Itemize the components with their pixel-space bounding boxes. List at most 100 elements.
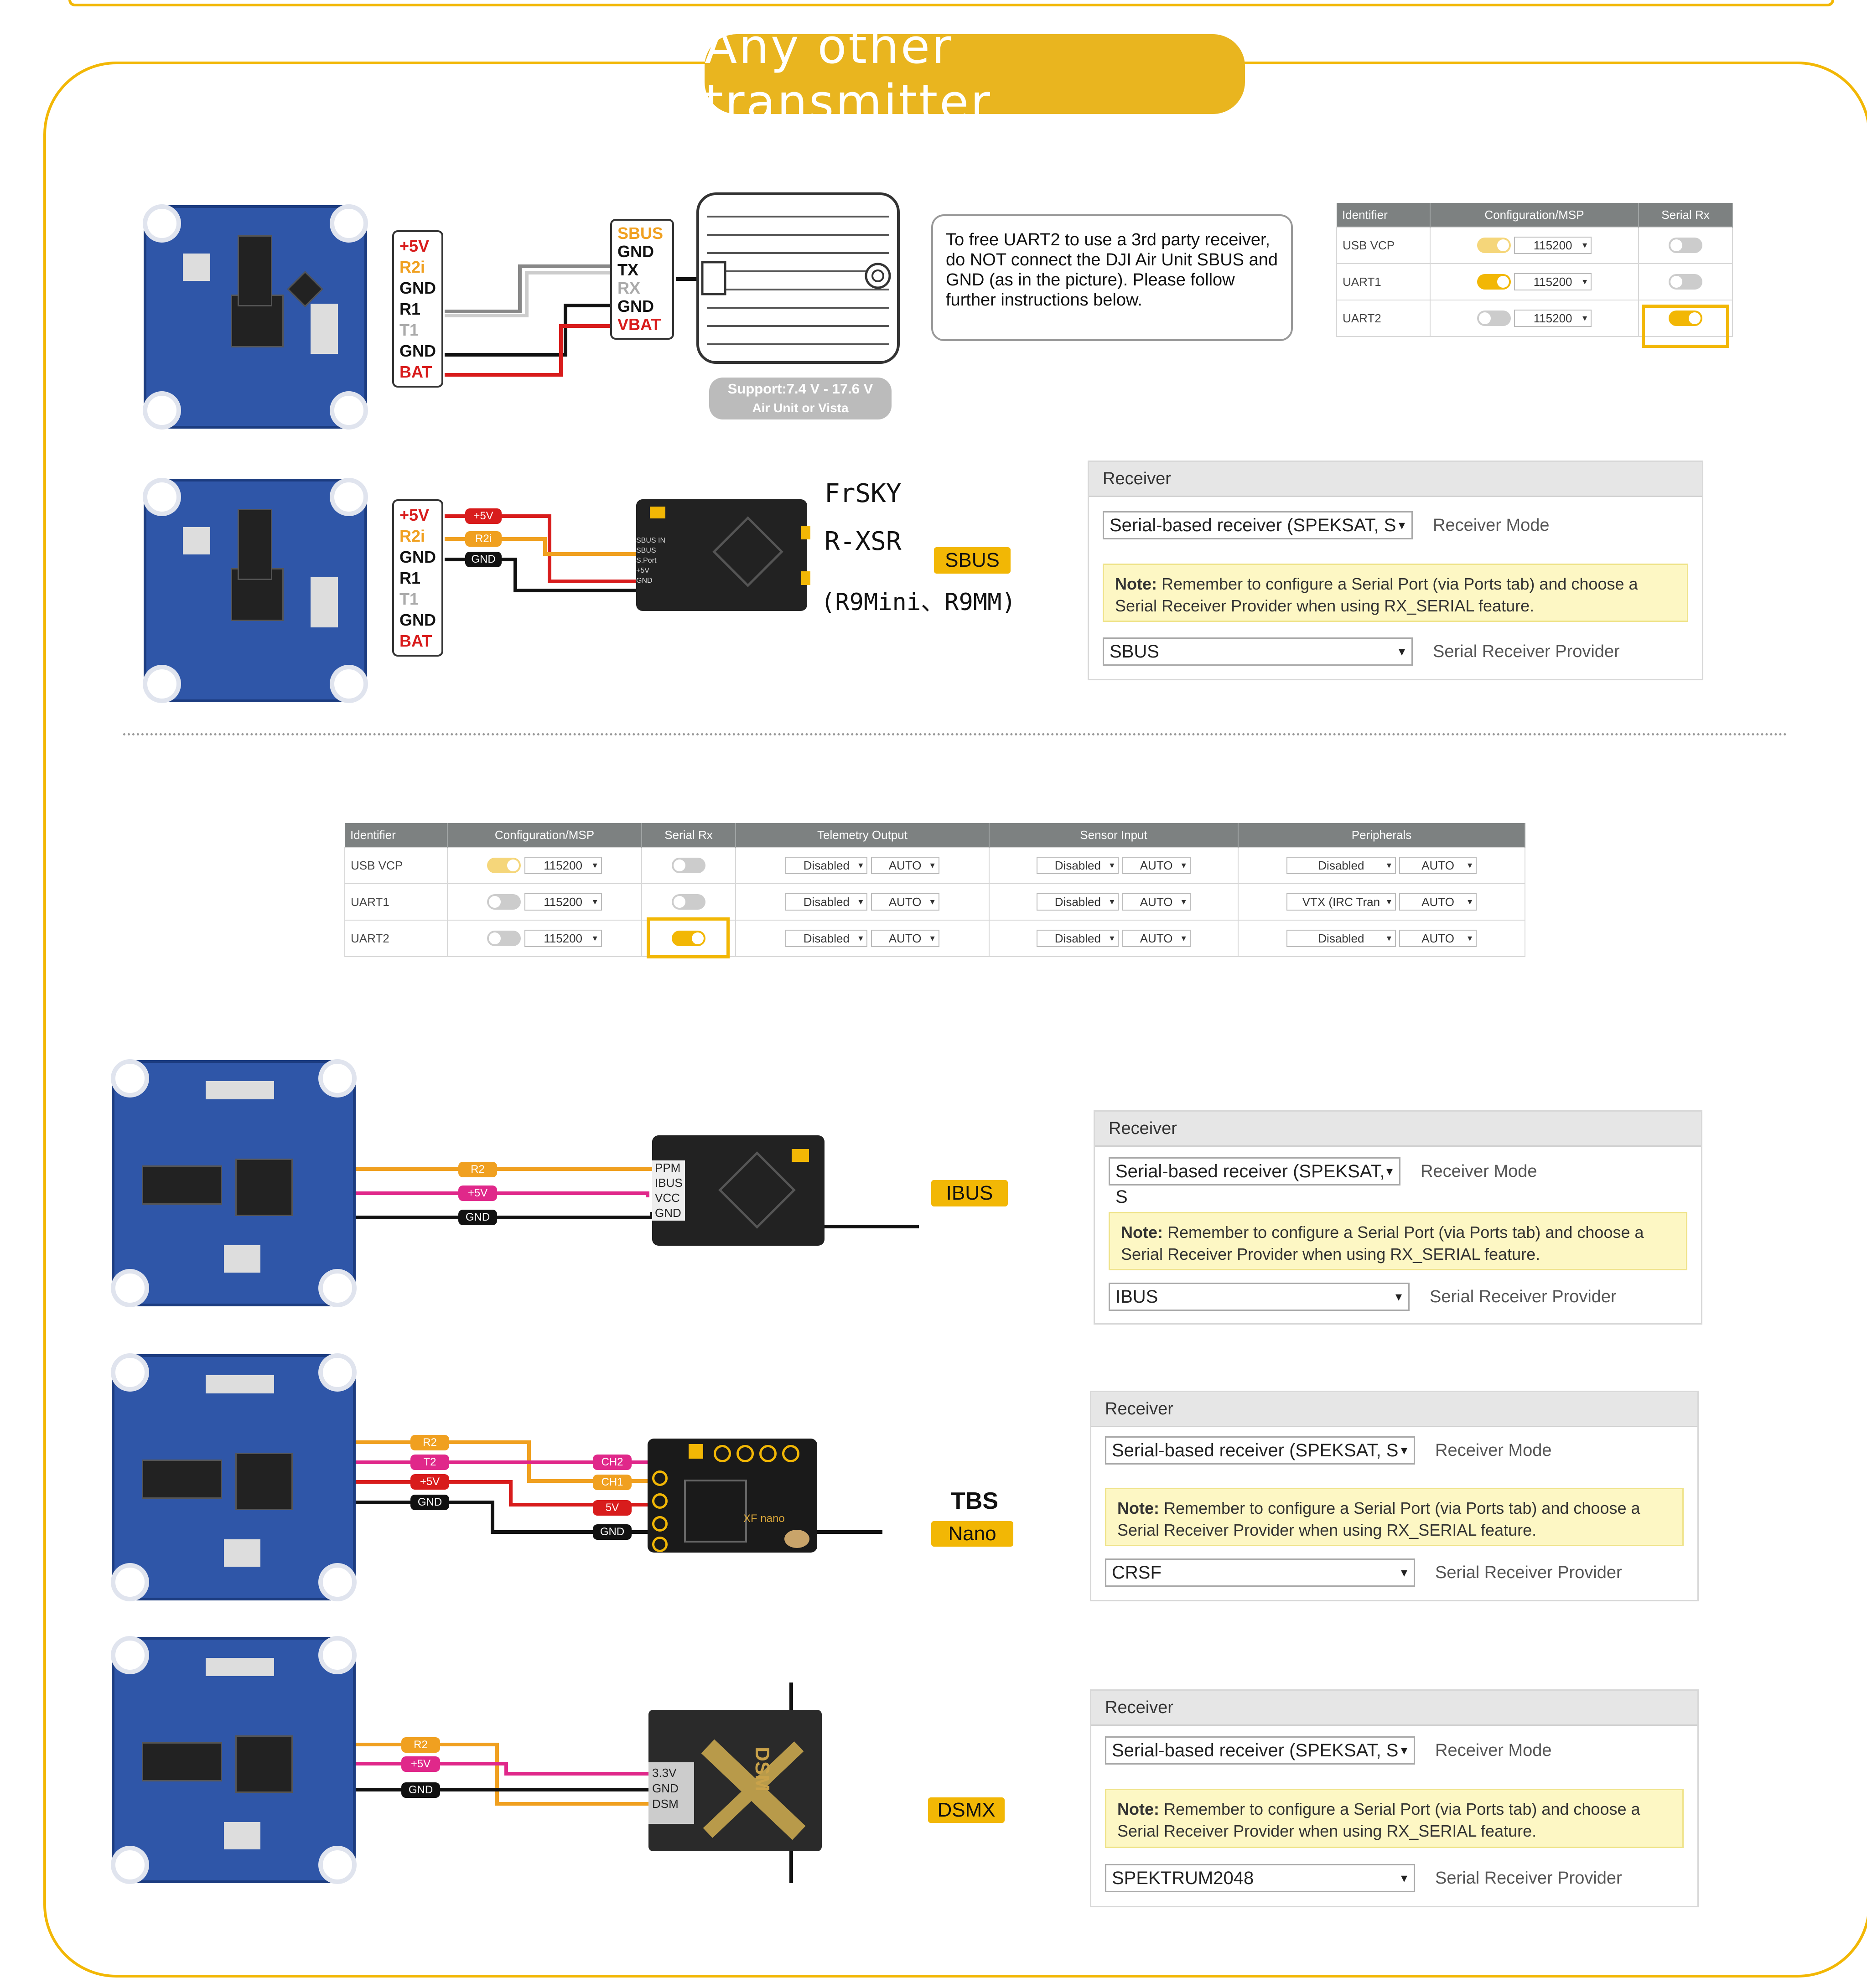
wire-label: R2	[401, 1737, 440, 1753]
flight-controller-board-ibus	[111, 1059, 357, 1307]
rx-pin: IBUS	[655, 1176, 683, 1190]
rx-pin: +5V	[636, 567, 649, 575]
fc-pin: R2i	[399, 258, 425, 276]
fc-pin-labels-1: +5V R2i GND R1 T1 GND BAT	[392, 230, 443, 388]
peripheral-baud-select[interactable]: AUTO▾	[1399, 857, 1477, 874]
serial-rx-highlight-wide	[647, 917, 730, 958]
receiver-mode-select[interactable]: Serial-based receiver (SPEKSAT, S▾	[1103, 511, 1413, 539]
serial-rx-toggle[interactable]	[1669, 238, 1702, 254]
wire-label: +5V	[401, 1756, 440, 1772]
sensor-select[interactable]: Disabled▾	[1037, 930, 1119, 947]
receiver-panel-ibus: Receiver Serial-based receiver (SPEKSAT,…	[1094, 1110, 1702, 1325]
port-id: UART2	[1336, 300, 1431, 337]
wire-label: GND	[410, 1495, 449, 1510]
air-unit-pin: TX	[617, 260, 639, 279]
rx-wire-label: CH1	[593, 1475, 632, 1490]
serial-rx-highlight	[1642, 305, 1729, 348]
serial-provider-label: Serial Receiver Provider	[1435, 1868, 1622, 1888]
sensor-select[interactable]: Disabled▾	[1037, 857, 1119, 874]
serial-provider-label: Serial Receiver Provider	[1430, 1287, 1617, 1306]
dsmx-receiver: DSM 3.3V GND DSM	[648, 1710, 822, 1851]
flight-controller-board-2	[143, 478, 368, 703]
col-header: Configuration/MSP	[447, 823, 642, 847]
telemetry-baud-select[interactable]: AUTO▾	[871, 930, 939, 947]
air-unit-pin: VBAT	[617, 315, 661, 334]
receiver-mode-select[interactable]: Serial-based receiver (SPEKSAT, S▾	[1105, 1736, 1415, 1765]
msp-toggle[interactable]	[1477, 274, 1511, 290]
serial-rx-toggle[interactable]	[672, 894, 705, 910]
wire-label: GND	[465, 552, 502, 567]
rx-pin: GND	[652, 1781, 679, 1795]
sensor-baud-select[interactable]: AUTO▾	[1122, 930, 1191, 947]
ibus-wires	[342, 1167, 919, 1228]
msp-toggle[interactable]	[487, 894, 521, 910]
msp-toggle[interactable]	[487, 931, 521, 946]
receiver-mode-label: Receiver Mode	[1421, 1161, 1537, 1181]
baud-select[interactable]: 115200▾	[1514, 237, 1592, 254]
serial-rx-toggle[interactable]	[672, 858, 705, 874]
receiver-panel-sbus: Receiver Serial-based receiver (SPEKSAT,…	[1088, 461, 1703, 680]
telemetry-select[interactable]: Disabled▾	[785, 857, 868, 874]
serial-provider-select[interactable]: SBUS▾	[1103, 637, 1413, 666]
peripheral-baud-select[interactable]: AUTO▾	[1399, 930, 1477, 947]
msp-toggle[interactable]	[1477, 311, 1511, 326]
sensor-select[interactable]: Disabled▾	[1037, 893, 1119, 911]
panel-header: Receiver	[1091, 1691, 1697, 1726]
sensor-baud-select[interactable]: AUTO▾	[1122, 893, 1191, 911]
receiver-mode-select[interactable]: Serial-based receiver (SPEKSAT, S▾	[1105, 1436, 1415, 1465]
table-row: UART2 115200▾ Disabled▾ AUTO▾ Disabled▾ …	[344, 920, 1525, 957]
receiver-mode-select[interactable]: Serial-based receiver (SPEKSAT, S▾	[1109, 1157, 1400, 1207]
baud-select[interactable]: 115200▾	[524, 857, 602, 874]
top-frame-edge	[68, 0, 1834, 6]
telemetry-select[interactable]: Disabled▾	[785, 930, 868, 947]
baud-select[interactable]: 115200▾	[1514, 273, 1592, 290]
sensor-baud-select[interactable]: AUTO▾	[1122, 857, 1191, 874]
air-unit-pin: GND	[617, 242, 654, 261]
rx-serial-note: Note: Remember to configure a Serial Por…	[1105, 1789, 1684, 1848]
air-unit-pin: SBUS	[617, 224, 664, 243]
tbs-nano-receiver: XF nano	[648, 1439, 817, 1553]
serial-rx-toggle[interactable]	[672, 931, 705, 947]
peripheral-select[interactable]: Disabled▾	[1286, 930, 1396, 947]
table-row: UART1 115200▾ Disabled▾ AUTO▾ Disabled▾ …	[344, 883, 1525, 921]
rx-wire-label: 5V	[593, 1500, 632, 1516]
peripheral-select[interactable]: Disabled▾	[1286, 857, 1396, 874]
msp-toggle[interactable]	[487, 858, 521, 873]
fc-pin: T1	[399, 590, 419, 608]
telemetry-select[interactable]: Disabled▾	[785, 893, 868, 911]
baud-select[interactable]: 115200▾	[524, 893, 602, 911]
protocol-title-tbs: TBS	[951, 1488, 998, 1514]
col-header: Serial Rx	[1639, 203, 1733, 227]
flight-controller-board-1	[143, 204, 368, 430]
telemetry-baud-select[interactable]: AUTO▾	[871, 893, 939, 911]
serial-rx-toggle[interactable]	[1669, 274, 1702, 290]
fc-pin: +5V	[399, 237, 430, 255]
uart-info-box: To free UART2 to use a 3rd party receive…	[931, 214, 1293, 341]
ibus-pin-labels: PPM IBUS VCC GND	[652, 1160, 685, 1221]
port-id: UART2	[344, 920, 448, 957]
rx-serial-note: Note: Remember to configure a Serial Por…	[1105, 1488, 1684, 1546]
serial-provider-select[interactable]: IBUS▾	[1109, 1283, 1410, 1311]
baud-select[interactable]: 115200▾	[524, 930, 602, 947]
baud-select[interactable]: 115200▾	[1514, 310, 1592, 327]
telemetry-baud-select[interactable]: AUTO▾	[871, 857, 939, 874]
table-row: USB VCP 115200▾	[1336, 227, 1733, 264]
serial-provider-select[interactable]: SPEKTRUM2048▾	[1105, 1864, 1415, 1892]
col-header: Peripherals	[1238, 823, 1525, 847]
fc-pin-labels-2: +5V R2i GND R1 T1 GND BAT	[392, 499, 443, 657]
ibus-receiver: PPM IBUS VCC GND	[652, 1135, 825, 1246]
support-voltage: Support:7.4 V - 17.6 V	[727, 381, 873, 397]
serial-provider-select[interactable]: CRSF▾	[1105, 1558, 1415, 1587]
protocol-badge-ibus: IBUS	[931, 1180, 1008, 1206]
fc-pin: BAT	[399, 632, 432, 650]
port-id: USB VCP	[344, 847, 448, 884]
table-row: USB VCP 115200▾ Disabled▾ AUTO▾ Disabled…	[344, 847, 1525, 884]
fc-pin: T1	[399, 321, 419, 339]
rx-pin: S.Port	[636, 557, 657, 564]
panel-header: Receiver	[1091, 1392, 1697, 1427]
msp-toggle[interactable]	[1477, 238, 1511, 253]
serial-rx-toggle[interactable]	[1669, 311, 1702, 326]
dsmx-logo: DSM	[751, 1747, 773, 1791]
peripheral-baud-select[interactable]: AUTO▾	[1399, 893, 1477, 911]
peripheral-select[interactable]: VTX (IRC Tran▾	[1286, 893, 1396, 911]
